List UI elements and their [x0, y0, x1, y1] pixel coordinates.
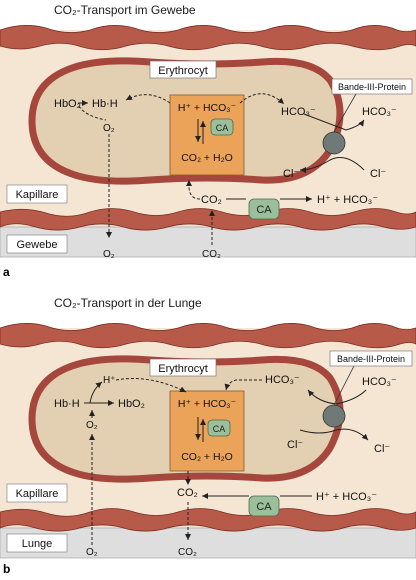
co2-lung-label: CO₂: [178, 547, 197, 558]
capillary-label-box: [6, 483, 68, 503]
cl-inner-label: Cl⁻: [283, 168, 299, 180]
hbo2-label: HbO₂: [118, 398, 145, 410]
tissue-label: Gewebe: [17, 239, 58, 251]
panel-a: CO₂-Transport im Gewebe CA Erythrocyt Hb…: [0, 3, 416, 279]
h-plus-label: H⁺: [103, 375, 116, 386]
h-hco3-plasma-label: H⁺ + HCO₃⁻: [317, 194, 378, 206]
ca-inner-label: CA: [213, 424, 226, 434]
o2-inner-label: O₂: [86, 420, 98, 431]
capillary-label: Kapillare: [16, 488, 59, 500]
hco3-outer-label: HCO₃⁻: [362, 106, 397, 118]
panel-title: CO₂-Transport in der Lunge: [54, 296, 202, 310]
band3-protein: [322, 404, 346, 428]
vessel-wall-top: [0, 25, 416, 51]
tissue-band: [0, 226, 416, 258]
co2-plasma-label: CO₂: [177, 487, 198, 499]
co2-h2o-label: CO₂ + H₂O: [181, 152, 233, 164]
ca-plasma-label: CA: [256, 204, 272, 216]
vessel-wall-bottom: [0, 208, 416, 231]
erythrocyte-label: Erythrocyt: [158, 363, 208, 375]
band3-label-box: [331, 78, 413, 95]
capillary-label: Kapillare: [16, 189, 59, 201]
o2-tissue-label: O₂: [103, 249, 115, 260]
ca-enzyme-plasma: [248, 495, 280, 517]
panel-b: CO₂-Transport in der Lunge CA Erythrocyt…: [0, 290, 416, 580]
erythrocyte-label-box: [149, 60, 217, 79]
hbh-label: Hb·H: [92, 98, 118, 110]
o2-inner-label: O₂: [103, 123, 115, 134]
cl-outer-label: Cl⁻: [374, 443, 390, 455]
hbo2-label: HbO₂: [54, 98, 81, 110]
co2-h2o-label: CO₂ + H₂O: [181, 451, 233, 463]
tissue-label-box: [6, 234, 68, 254]
reaction-box: [169, 94, 245, 176]
cl-outer-label: Cl⁻: [370, 168, 386, 180]
ca-plasma-label: CA: [256, 501, 272, 513]
ca-enzyme-inner: [207, 419, 231, 437]
band3-protein: [322, 131, 346, 155]
h-hco3-plasma-label: H⁺ + HCO₃⁻: [316, 491, 377, 503]
hco3-outer-label: HCO₃⁻: [362, 376, 397, 388]
erythrocyte-label: Erythrocyt: [158, 65, 208, 77]
ca-inner-label: CA: [216, 123, 229, 133]
hbh-label: Hb·H: [54, 398, 80, 410]
panel-title: CO₂-Transport im Gewebe: [54, 3, 196, 17]
h-hco3-label: H⁺ + HCO₃⁻: [178, 398, 237, 410]
reaction-box: [169, 390, 245, 472]
co2-tissue-label: CO₂: [202, 249, 221, 260]
band3-label: Bande-III-Protein: [338, 82, 406, 92]
erythrocyte-label-box: [149, 358, 217, 377]
hco3-inner-label: HCO₃⁻: [265, 374, 300, 386]
ca-enzyme-inner: [210, 118, 234, 136]
band3-label-box: [329, 350, 413, 367]
h-hco3-label: H⁺ + HCO₃⁻: [178, 102, 237, 114]
lung-label: Lunge: [22, 538, 53, 550]
o2-lung-label: O₂: [86, 547, 98, 558]
panel-letter: b: [3, 562, 11, 576]
panel-letter: a: [3, 265, 10, 279]
co2-plasma-label: CO₂: [201, 194, 222, 206]
lung-band: [0, 527, 416, 559]
ca-enzyme-plasma: [248, 198, 280, 220]
band3-label: Bande-III-Protein: [337, 354, 405, 364]
diagram-b: CA Erythrocyt Hb·H HbO₂ H⁺ O₂ H⁺ + HCO₃⁻…: [0, 323, 416, 559]
vessel-wall-bottom: [0, 508, 416, 532]
cl-inner-label: Cl⁻: [287, 439, 303, 451]
diagram-a: CA Erythrocyt HbO₂ Hb·H O₂ H⁺ + HCO₃⁻ CO…: [0, 25, 416, 260]
capillary-label-box: [6, 184, 68, 204]
vessel-wall-top: [0, 323, 416, 349]
lung-label-box: [6, 533, 68, 553]
